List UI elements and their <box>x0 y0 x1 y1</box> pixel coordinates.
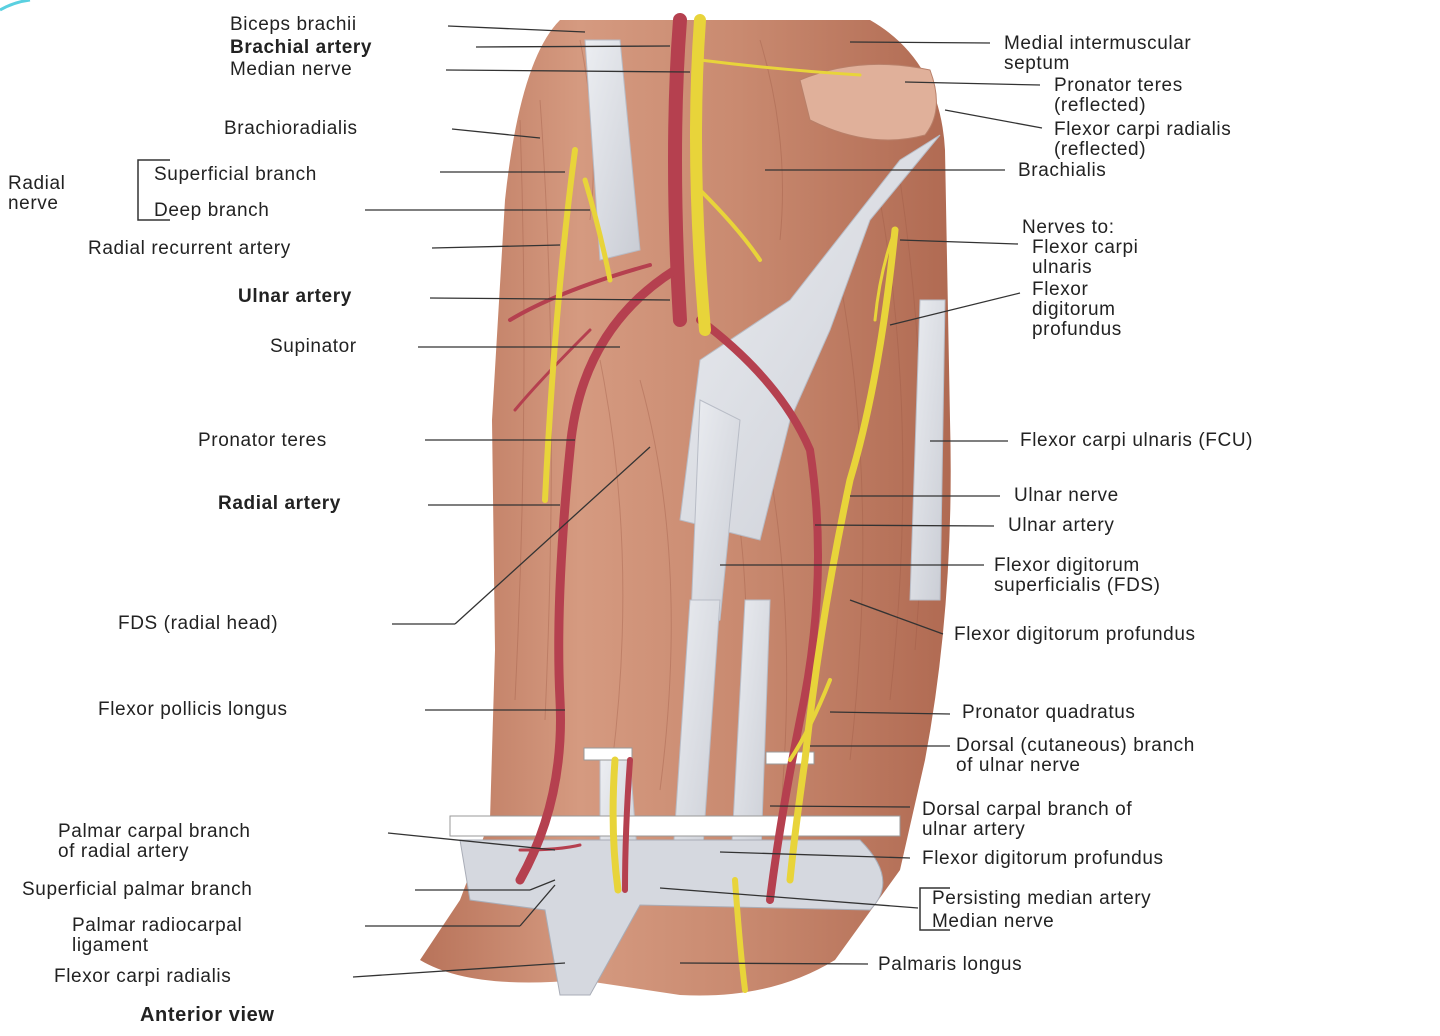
label-deep-branch: Deep branch <box>154 200 270 221</box>
label-brachialis: Brachialis <box>1018 160 1107 181</box>
view-label: Anterior view <box>140 1004 275 1026</box>
label-flexor-pollicis-longus: Flexor pollicis longus <box>98 699 288 720</box>
wrist-ligaments <box>459 839 884 996</box>
label-supinator: Supinator <box>270 336 357 357</box>
ulnar-dorsal-branch <box>788 678 832 762</box>
label-biceps-brachii: Biceps brachii <box>230 14 357 35</box>
radial-deep-branch <box>582 177 613 283</box>
ulnar-artery <box>696 316 822 904</box>
ulnar-nerve <box>786 226 899 884</box>
palmar-carpal-branch <box>518 843 582 852</box>
label-fdp-1: Flexor digitorum profundus <box>954 624 1196 645</box>
label-palmaris-longus: Palmaris longus <box>878 954 1023 975</box>
label-pronator-quadratus: Pronator quadratus <box>962 702 1136 723</box>
label-radial-nerve: Radial nerve <box>8 173 66 214</box>
median-nerve <box>690 14 711 336</box>
label-brachioradialis: Brachioradialis <box>224 118 358 139</box>
radial-superficial-branch <box>542 147 578 503</box>
label-radial-recurrent-artery: Radial recurrent artery <box>88 238 291 259</box>
label-ulnar-artery-right: Ulnar artery <box>1008 515 1115 536</box>
label-radial-artery: Radial artery <box>218 493 341 514</box>
reflected-muscle <box>799 63 937 141</box>
label-superficial-palmar-branch: Superficial palmar branch <box>22 879 253 900</box>
label-nerves-to: Nerves to: <box>1022 217 1115 238</box>
radial-artery <box>515 265 680 885</box>
persisting-median-artery <box>622 757 633 893</box>
label-fcr-reflected: Flexor carpi radialis (reflected) <box>1054 119 1232 160</box>
label-flexor-carpi-radialis: Flexor carpi radialis <box>54 966 232 987</box>
nerve-to-fdp <box>873 228 897 322</box>
radial-recurrent-artery <box>508 263 652 322</box>
label-medial-intermuscular-septum: Medial intermuscular septum <box>1004 33 1192 74</box>
arteries <box>508 13 822 904</box>
label-ulnar-artery: Ulnar artery <box>238 286 352 307</box>
label-persisting-median-artery: Persisting median artery <box>932 888 1152 909</box>
label-superficial-branch: Superficial branch <box>154 164 317 185</box>
label-fds: Flexor digitorum superficialis (FDS) <box>994 555 1161 596</box>
corner-decoration <box>0 0 31 12</box>
label-flexor-carpi-ulnaris: Flexor carpi ulnaris (FCU) <box>1020 430 1254 451</box>
label-ulnar-nerve: Ulnar nerve <box>1014 485 1119 506</box>
label-fds-radial-head: FDS (radial head) <box>118 613 279 634</box>
label-nerve-to-fcu: Flexor carpi ulnaris <box>1032 237 1139 278</box>
radial-branch <box>513 328 592 412</box>
label-nerve-to-fdp: Flexor digitorum profundus <box>1032 279 1122 340</box>
label-dorsal-carpal-branch: Dorsal carpal branch of ulnar artery <box>922 799 1133 840</box>
brachial-artery <box>668 13 687 327</box>
label-palmar-carpal-branch: Palmar carpal branch of radial artery <box>58 821 251 862</box>
retractor-bar <box>449 815 901 837</box>
label-median-nerve: Median nerve <box>230 59 353 80</box>
label-pronator-teres: Pronator teres <box>198 430 327 451</box>
median-branches <box>698 188 762 262</box>
label-palmar-radiocarpal-ligament: Palmar radiocarpal ligament <box>72 915 243 956</box>
label-pronator-teres-reflected: Pronator teres (reflected) <box>1054 75 1183 116</box>
retractor-clip-left <box>583 747 633 761</box>
label-brachial-artery: Brachial artery <box>230 37 373 58</box>
median-bracket <box>919 887 950 931</box>
label-fdp-2: Flexor digitorum profundus <box>922 848 1164 869</box>
median-septum-nerve <box>698 58 862 77</box>
leader-lines <box>352 25 1043 978</box>
median-nerve-distal <box>609 756 622 894</box>
label-median-nerve-right: Median nerve <box>932 911 1055 932</box>
tendons <box>584 39 946 901</box>
radial-nerve-bracket <box>137 159 170 221</box>
label-dorsal-cutaneous-branch: Dorsal (cutaneous) branch of ulnar nerve <box>956 735 1195 776</box>
